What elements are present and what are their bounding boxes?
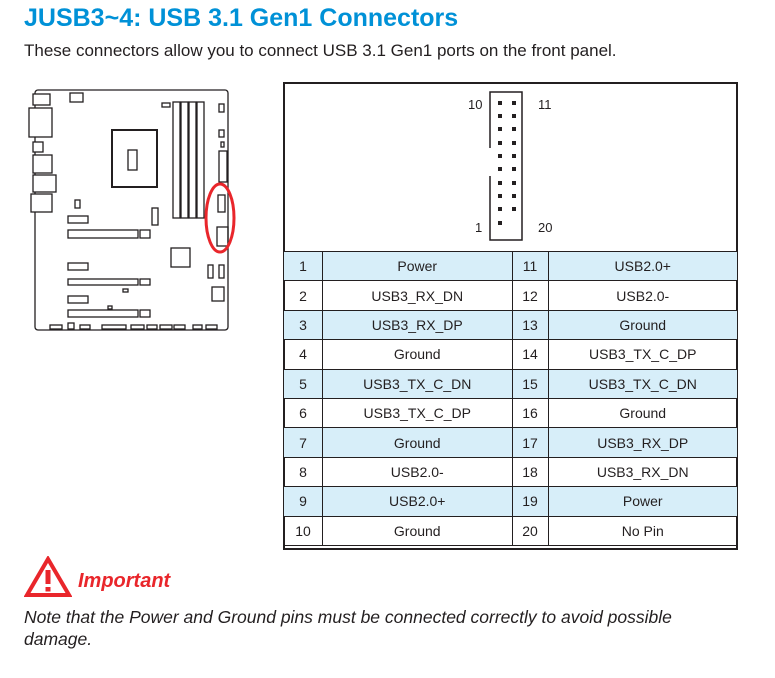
pin-signal: USB3_RX_DP bbox=[322, 309, 513, 341]
pin-number: 16 bbox=[511, 397, 549, 429]
pin-number: 15 bbox=[511, 368, 549, 399]
pin-number: 13 bbox=[511, 309, 549, 341]
pin-signal: USB3_TX_C_DN bbox=[547, 368, 738, 399]
pin-signal: Ground bbox=[547, 309, 738, 341]
pin-signal: USB2.0+ bbox=[547, 250, 738, 282]
connector-pins bbox=[498, 101, 516, 225]
important-label: Important bbox=[78, 569, 171, 592]
warning-icon bbox=[24, 556, 72, 597]
pin-signal: Power bbox=[322, 250, 513, 282]
important-heading: Important bbox=[24, 556, 170, 598]
motherboard-diagram bbox=[28, 89, 236, 331]
connector-diagram: 10 11 1 20 bbox=[285, 84, 736, 253]
pin-number: 6 bbox=[283, 397, 323, 429]
pin-signal: Ground bbox=[322, 339, 513, 370]
pin-signal: USB3_RX_DN bbox=[547, 456, 738, 488]
pin-signal: USB2.0+ bbox=[322, 486, 513, 517]
pin-number: 7 bbox=[283, 427, 323, 458]
pin-number: 12 bbox=[511, 280, 549, 311]
bottom-headers bbox=[49, 322, 218, 330]
pin-signal: USB2.0- bbox=[322, 456, 513, 488]
pin-number: 4 bbox=[283, 339, 323, 370]
pin-number: 19 bbox=[511, 486, 549, 517]
pin-signal: USB3_TX_C_DP bbox=[547, 339, 738, 370]
cpu-socket bbox=[111, 129, 158, 188]
important-note: Note that the Power and Ground pins must… bbox=[24, 607, 672, 649]
pin-number: 14 bbox=[511, 339, 549, 370]
pin-signal: Ground bbox=[322, 427, 513, 458]
pin-number: 18 bbox=[511, 456, 549, 488]
pin-label-20: 20 bbox=[538, 220, 553, 235]
intro-text: These connectors allow you to connect US… bbox=[24, 41, 617, 60]
pin-number: 2 bbox=[283, 280, 323, 311]
jusb-highlight-circle bbox=[204, 182, 236, 254]
pin-number: 8 bbox=[283, 456, 323, 488]
pin-label-10: 10 bbox=[468, 97, 483, 112]
pin-signal: USB3_TX_C_DN bbox=[322, 368, 513, 399]
pin-signal: Ground bbox=[322, 515, 513, 546]
pin-number: 3 bbox=[283, 309, 323, 341]
pin-number: 10 bbox=[283, 515, 323, 546]
pin-number: 11 bbox=[511, 250, 549, 282]
pin-number: 5 bbox=[283, 368, 323, 399]
pin-label-11: 11 bbox=[538, 97, 552, 112]
pin-signal: Power bbox=[547, 486, 738, 517]
pin-signal: USB3_RX_DN bbox=[322, 280, 513, 311]
pin-signal: No Pin bbox=[547, 515, 738, 546]
pin-signal: USB3_RX_DP bbox=[547, 427, 738, 458]
pin-number: 9 bbox=[283, 486, 323, 517]
pin-signal: Ground bbox=[547, 397, 738, 429]
pin-signal: USB2.0- bbox=[547, 280, 738, 311]
pin-number: 20 bbox=[511, 515, 549, 546]
pin-number: 1 bbox=[283, 250, 323, 282]
pin-signal: USB3_TX_C_DP bbox=[322, 397, 513, 429]
pin-number: 17 bbox=[511, 427, 549, 458]
pin-label-1: 1 bbox=[475, 220, 483, 235]
page-title: JUSB3~4: USB 3.1 Gen1 Connectors bbox=[24, 4, 459, 32]
